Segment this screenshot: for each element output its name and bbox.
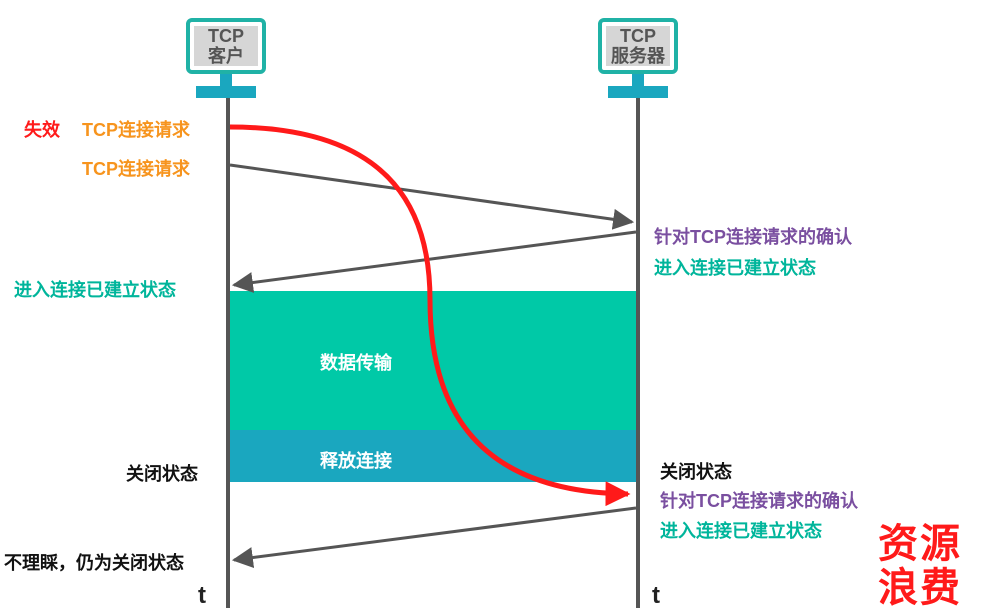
client-time-label: t (198, 582, 206, 609)
server-closed-label: 关闭状态 (660, 462, 732, 482)
waste-line2: 浪费 (878, 566, 962, 610)
server-ack-label-1: 针对TCP连接请求的确认 (654, 227, 852, 247)
client-closed-label: 关闭状态 (126, 464, 198, 484)
server-ack-label-2: 针对TCP连接请求的确认 (660, 491, 858, 511)
client-title-line2: 客户 (208, 46, 244, 66)
server-time-label: t (652, 582, 660, 609)
server-established-label-1: 进入连接已建立状态 (654, 258, 816, 278)
ack-arrow-1 (231, 230, 637, 293)
client-established-label: 进入连接已建立状态 (14, 280, 176, 300)
release-label: 释放连接 (320, 451, 392, 471)
server-title-line2: 服务器 (611, 46, 665, 66)
release-block (228, 430, 636, 482)
server-node-screen: TCP 服务器 (606, 26, 670, 66)
request-arrow (229, 163, 635, 230)
request-label-2: TCP连接请求 (82, 159, 190, 179)
resource-waste-callout: 资源 浪费 (878, 522, 962, 610)
invalid-label: 失效 (24, 120, 60, 140)
waste-line1: 资源 (878, 522, 962, 566)
client-node-base (196, 86, 256, 98)
server-title-line1: TCP (620, 26, 656, 46)
server-established-label-2: 进入连接已建立状态 (660, 521, 822, 541)
data-transfer-label: 数据传输 (320, 353, 392, 373)
ignore-label: 不理睬，仍为关闭状态 (4, 553, 184, 573)
client-node-screen: TCP 客户 (194, 26, 258, 66)
server-node-base (608, 86, 668, 98)
request-label-1: TCP连接请求 (82, 120, 190, 140)
server-node: TCP 服务器 (598, 18, 678, 74)
delayed-request-curve (229, 124, 631, 507)
client-title-line1: TCP (208, 26, 244, 46)
client-node: TCP 客户 (186, 18, 266, 74)
client-node-stand (220, 74, 232, 86)
ack-arrow-2 (231, 506, 637, 568)
server-node-stand (632, 74, 644, 86)
